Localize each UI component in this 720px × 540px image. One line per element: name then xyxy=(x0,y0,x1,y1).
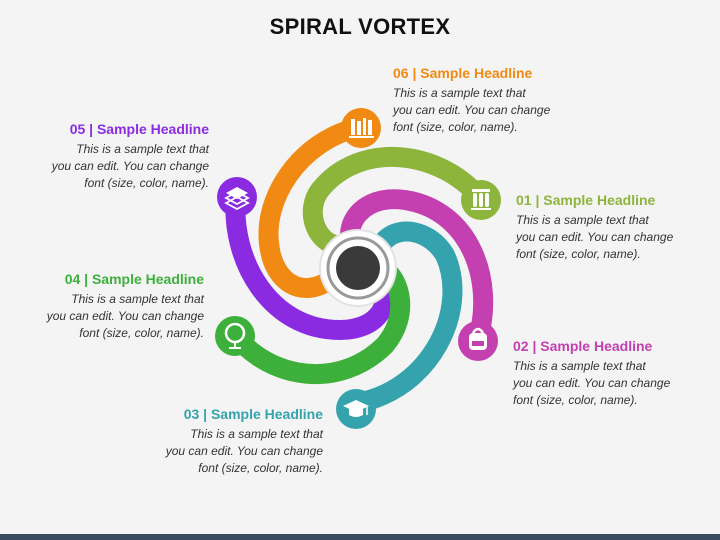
backpack-icon xyxy=(458,321,498,361)
item-05-text: This is a sample text that you can edit.… xyxy=(19,141,209,192)
item-06-headline: 06 | Sample Headline xyxy=(393,65,533,81)
books-stack-icon xyxy=(217,177,257,217)
slide-title: SPIRAL VORTEX xyxy=(269,14,451,39)
item-06-text: This is a sample text that you can edit.… xyxy=(393,85,583,136)
item-04-headline: 04 | Sample Headline xyxy=(64,271,204,287)
spiral-arm-05 xyxy=(225,186,395,341)
item-01-block: 01 | Sample Headline This is a sample te… xyxy=(516,192,706,263)
item-04-text: This is a sample text that you can edit.… xyxy=(14,291,204,342)
item-01-text: This is a sample text that you can edit.… xyxy=(516,212,706,263)
item-03-line-2: you can edit. You can change xyxy=(165,444,323,458)
item-06-line-2: you can edit. You can change xyxy=(393,103,551,117)
item-04-block: 04 | Sample Headline This is a sample te… xyxy=(14,271,204,342)
item-06-line-1: This is a sample text that xyxy=(393,86,526,100)
spiral-arm-02 xyxy=(340,189,494,349)
item-03-block: 03 | Sample Headline This is a sample te… xyxy=(133,406,323,477)
item-05-line-3: font (size, color, name). xyxy=(84,176,209,190)
item-01-line-2: you can edit. You can change xyxy=(516,230,674,244)
item-01-line-1: This is a sample text that xyxy=(516,213,649,227)
globe-icon xyxy=(215,316,255,356)
item-03-line-1: This is a sample text that xyxy=(190,427,323,441)
graduation-cap-icon xyxy=(336,389,376,429)
bookshelf-icon xyxy=(341,108,381,148)
item-02-headline: 02 | Sample Headline xyxy=(513,338,653,354)
item-01-headline: 01 | Sample Headline xyxy=(516,192,656,208)
item-03-headline: 03 | Sample Headline xyxy=(183,406,323,422)
center-hub-core xyxy=(336,246,380,290)
item-05-line-2: you can edit. You can change xyxy=(51,159,209,173)
item-01-line-3: font (size, color, name). xyxy=(516,247,641,261)
item-04-line-2: you can edit. You can change xyxy=(46,309,204,323)
item-04-line-1: This is a sample text that xyxy=(71,292,204,306)
item-02-block: 02 | Sample Headline This is a sample te… xyxy=(513,338,703,409)
item-03-line-3: font (size, color, name). xyxy=(198,461,323,475)
spiral-arm-03 xyxy=(347,221,463,413)
spiral-arm-01 xyxy=(302,146,490,255)
item-03-text: This is a sample text that you can edit.… xyxy=(133,426,323,477)
item-06-line-3: font (size, color, name). xyxy=(393,120,518,134)
spiral-arm-06 xyxy=(258,117,370,298)
item-05-block: 05 | Sample Headline This is a sample te… xyxy=(19,121,209,192)
item-02-line-2: you can edit. You can change xyxy=(513,376,671,390)
item-02-text: This is a sample text that you can edit.… xyxy=(513,358,703,409)
item-02-line-1: This is a sample text that xyxy=(513,359,646,373)
spiral-arm-04 xyxy=(224,260,411,385)
item-05-line-1: This is a sample text that xyxy=(76,142,209,156)
bottom-accent-bar xyxy=(0,534,720,540)
item-05-headline: 05 | Sample Headline xyxy=(69,121,209,137)
test-tubes-icon xyxy=(461,180,501,220)
item-04-line-3: font (size, color, name). xyxy=(79,326,204,340)
item-06-block: 06 | Sample Headline This is a sample te… xyxy=(393,65,583,136)
item-02-line-3: font (size, color, name). xyxy=(513,393,638,407)
